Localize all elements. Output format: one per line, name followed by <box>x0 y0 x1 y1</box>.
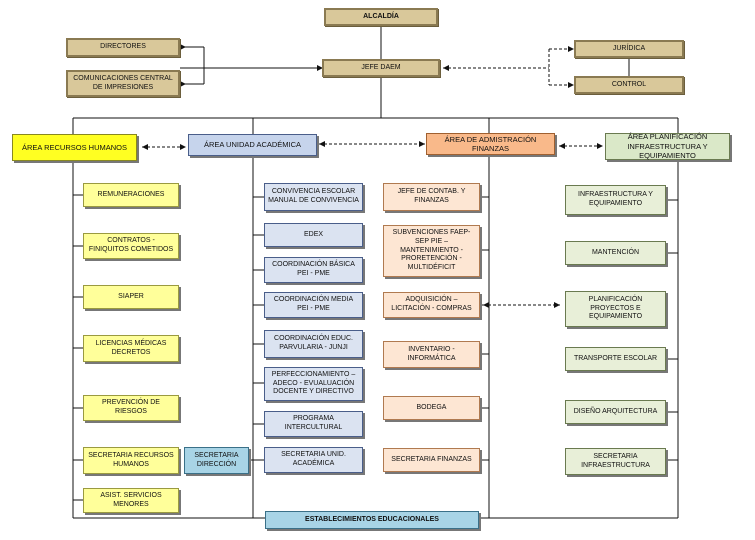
area-unidad-academica: ÁREA UNIDAD ACADÉMICA <box>188 134 317 156</box>
control-box: CONTROL <box>574 76 684 94</box>
academica-item: PROGRAMA INTERCULTURAL <box>264 411 363 437</box>
rrhh-item: LICENCIAS MÉDICAS DECRETOS <box>83 335 179 362</box>
rrhh-item: SIAPER <box>83 285 179 309</box>
finanzas-item: JEFE DE CONTAB. Y FINANZAS <box>383 183 480 211</box>
directores-box: DIRECTORES <box>66 38 180 57</box>
academica-item: COORDINACIÓN BÁSICA PEI - PME <box>264 257 363 283</box>
comunicaciones-box: COMUNICACIONES CENTRAL DE IMPRESIONES <box>66 70 180 97</box>
secretaria-direccion-box: SECRETARIA DIRECCIÓN <box>184 447 249 474</box>
area-planificacion: ÁREA PLANIFICACIÓN INFRAESTRUCTURA Y EQU… <box>605 132 730 160</box>
rrhh-item: SECRETARIA RECURSOS HUMANOS <box>83 447 179 474</box>
academica-item: COORDINACIÓN EDUC. PARVULARIA - JUNJI <box>264 330 363 358</box>
alcaldia-box: ALCALDÍA <box>324 8 438 26</box>
establecimientos-box: ESTABLECIMIENTOS EDUCACIONALES <box>265 511 479 529</box>
planificacion-item: TRANSPORTE ESCOLAR <box>565 347 666 371</box>
rrhh-item: REMUNERACIONES <box>83 183 179 207</box>
planificacion-item: INFRAESTRUCTURA Y EQUIPAMIENTO <box>565 185 666 215</box>
academica-item: COORDINACIÓN MEDIA PEI - PME <box>264 292 363 318</box>
academica-item: SECRETARIA UNID. ACADÉMICA <box>264 447 363 473</box>
academica-item: PERFECCIONAMIENTO – ADECO - EVUALUACIÓN … <box>264 367 363 401</box>
academica-item: EDEX <box>264 223 363 247</box>
rrhh-item: CONTRATOS - FINIQUITOS COMETIDOS <box>83 233 179 259</box>
area-administracion-finanzas: ÁREA DE ADMISTRACIÓN FINANZAS <box>426 133 555 155</box>
juridica-box: JURÍDICA <box>574 40 684 58</box>
jefe-daem-box: JEFE DAEM <box>322 59 440 77</box>
planificacion-item: DISEÑO ARQUITECTURA <box>565 400 666 424</box>
finanzas-item: BODEGA <box>383 396 480 420</box>
finanzas-item: ADQUISICIÓN – LICITACIÓN - COMPRAS <box>383 292 480 318</box>
planificacion-item: MANTENCIÓN <box>565 241 666 265</box>
finanzas-item: SECRETARIA FINANZAS <box>383 448 480 472</box>
finanzas-item: INVENTARIO - INFORMÁTICA <box>383 341 480 368</box>
area-recursos-humanos: ÁREA RECURSOS HUMANOS <box>12 134 137 161</box>
planificacion-item: SECRETARIA INFRAESTRUCTURA <box>565 448 666 475</box>
planificacion-item: PLANIFICACIÓN PROYECTOS E EQUIPAMIENTO <box>565 291 666 327</box>
rrhh-item: ASIST. SERVICIOS MENORES <box>83 488 179 513</box>
rrhh-item: PREVENCIÓN DE RIESGOS <box>83 395 179 421</box>
academica-item: CONVIVENCIA ESCOLAR MANUAL DE CONVIVENCI… <box>264 183 363 211</box>
finanzas-item: SUBVENCIONES FAEP- SEP PIE – MANTENIMIEN… <box>383 225 480 277</box>
